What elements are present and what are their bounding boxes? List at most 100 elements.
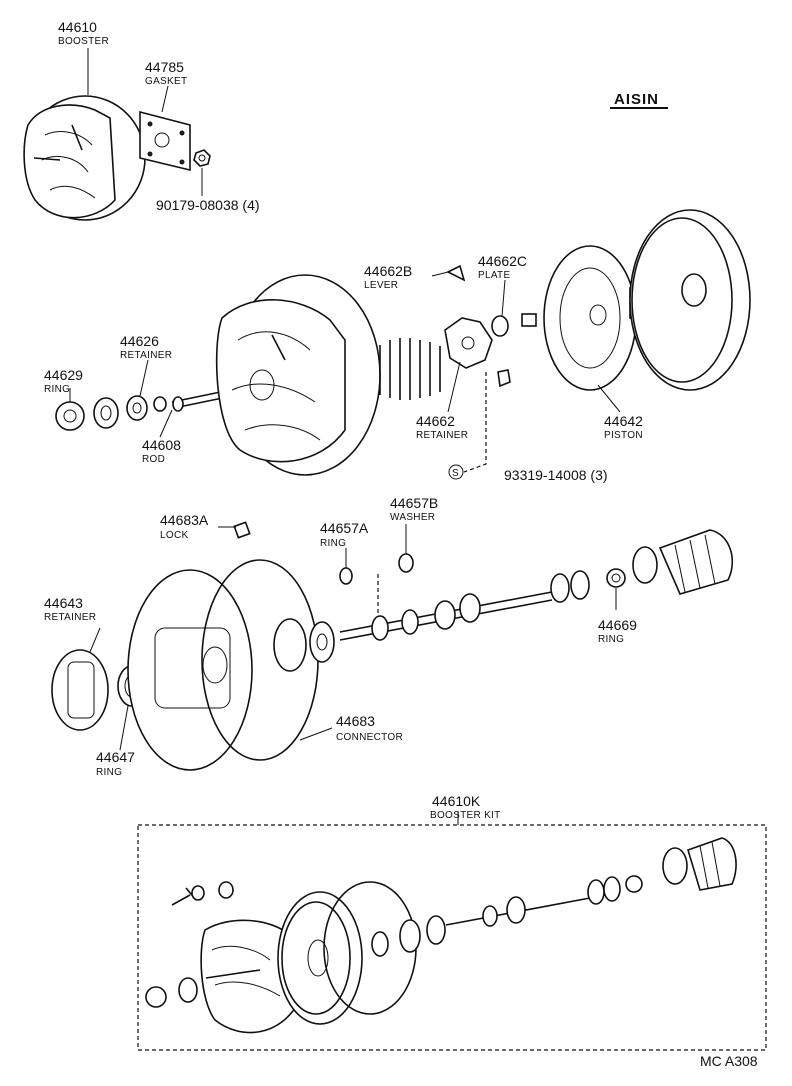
- leader-44662C: [501, 279, 506, 317]
- part-name-44662B: LEVER: [364, 280, 398, 291]
- retainer-44643-window: [67, 661, 95, 719]
- washer-44657B-shape: [398, 553, 414, 573]
- leader-44662B: [431, 271, 449, 277]
- kit-boot-flange: [662, 847, 688, 885]
- kit-seal: [178, 977, 198, 1003]
- label-90179: 90179-08038 (4): [156, 197, 260, 213]
- label-44610: 44610 BOOSTER: [58, 19, 109, 47]
- part-number-44657A: 44657A: [320, 520, 369, 536]
- booster-stud: [33, 157, 61, 161]
- label-44608: 44608 ROD: [142, 437, 181, 465]
- kit-diaphragm-hub: [307, 939, 329, 977]
- valve-body-1: [434, 600, 456, 630]
- part-number-44642: 44642: [604, 413, 643, 429]
- leader-44647: [119, 705, 129, 751]
- part-name-44657B: WASHER: [390, 512, 435, 523]
- ring-44629-hole: [63, 409, 77, 423]
- label-44662: 44662 RETAINER: [416, 413, 468, 441]
- valve-seal-2: [401, 609, 419, 635]
- leader-93319: [463, 372, 487, 473]
- part-name-44683: CONNECTOR: [336, 732, 403, 743]
- diaphragm-disc-hub: [681, 273, 707, 307]
- label-44785: 44785 GASKET: [145, 59, 187, 87]
- kit-connector-2: [426, 915, 446, 945]
- booster-kit-drawing: [137, 812, 767, 1051]
- front-shell-outer: [127, 569, 253, 771]
- kit-shell-boss: [371, 931, 389, 957]
- piston-44642-ring: [559, 267, 621, 369]
- label-44657A: 44657A RING: [320, 520, 369, 549]
- booster-body-front: [215, 299, 346, 463]
- footer-code: MC A308: [700, 1053, 758, 1069]
- nut: [193, 149, 211, 167]
- part-number-44647: 44647: [96, 749, 135, 765]
- rod-end: [172, 396, 184, 412]
- part-name-44657A: RING: [320, 538, 346, 549]
- boot-bellows: [658, 529, 734, 595]
- leader-44662: [447, 361, 461, 413]
- kit-valve-body: [506, 896, 526, 924]
- label-44657B: 44657B WASHER: [390, 495, 438, 523]
- kit-grommet-2: [218, 881, 234, 899]
- kit-grommet-1: [191, 885, 205, 901]
- label-44662C: 44662C PLATE: [478, 253, 527, 281]
- label-93319: 93319-14008 (3): [504, 467, 608, 483]
- label-44669: 44669 RING: [598, 617, 637, 645]
- seal-ring: [93, 397, 119, 429]
- boot-folds: [674, 534, 716, 593]
- part-number-44785: 44785: [145, 59, 184, 75]
- lock-44683A-shape: [233, 521, 251, 539]
- retainer-44626-hole: [132, 402, 142, 414]
- part-name-44643: RETAINER: [44, 612, 96, 623]
- booster-assembly-drawing: [23, 48, 211, 221]
- part-number-44683: 44683: [336, 713, 375, 729]
- part-name-44626: RETAINER: [120, 350, 172, 361]
- kit-ring-2: [625, 875, 643, 893]
- brand-text: AISIN: [614, 91, 659, 108]
- leader-44785: [161, 85, 169, 113]
- part-name-44647: RING: [96, 767, 122, 778]
- booster-body-hole: [249, 369, 275, 401]
- label-44643: 44643 RETAINER: [44, 595, 96, 623]
- label-44626: 44626 RETAINER: [120, 333, 172, 361]
- valve-body-2: [459, 593, 481, 623]
- part-number-44610K: 44610K: [432, 793, 481, 809]
- gasket-bolt-hole-1: [147, 121, 153, 127]
- part-number-44669: 44669: [598, 617, 637, 633]
- label-44629: 44629 RING: [44, 367, 83, 395]
- part-number-44662C: 44662C: [478, 253, 527, 269]
- part-name-44610K: BOOSTER KIT: [430, 810, 501, 821]
- part-number-44608: 44608: [142, 437, 181, 453]
- part-number-44683A: 44683A: [160, 512, 209, 528]
- gasket-hole: [154, 132, 170, 148]
- kit-booster-contour: [211, 945, 281, 997]
- part-name-44669: RING: [598, 634, 624, 645]
- part-number-44643: 44643: [44, 595, 83, 611]
- label-44683A: 44683A LOCK: [160, 512, 209, 541]
- gasket-bolt-hole-2: [179, 130, 185, 136]
- retainer-44662-shape: [444, 317, 493, 369]
- kit-ring: [145, 986, 167, 1008]
- kit-rod: [205, 969, 261, 979]
- key-piece: [497, 369, 511, 388]
- retainer-44662-hole: [461, 336, 475, 350]
- screw-symbol-circle: [448, 464, 464, 480]
- kit-valve-cup-1: [587, 879, 605, 905]
- part-number-44629: 44629: [44, 367, 83, 383]
- exploded-booster-drawing: S: [55, 209, 751, 480]
- part-number-44662: 44662: [416, 413, 455, 429]
- leader-44683: [299, 727, 333, 741]
- ring-44657A-shape: [339, 567, 353, 585]
- valve-cup-1: [550, 573, 570, 603]
- part-number-93319: 93319-14008 (3): [504, 467, 608, 483]
- label-44642: 44642 PISTON: [604, 413, 643, 441]
- part-number-90179: 90179-08038 (4): [156, 197, 260, 213]
- diaphragm-disc-front: [631, 217, 733, 383]
- kit-boot-bellows: [687, 837, 737, 891]
- small-washer: [153, 396, 167, 412]
- boot-flange: [632, 546, 658, 584]
- leader-44626: [139, 359, 149, 397]
- retainer-44626-shape: [126, 395, 148, 421]
- brand-label: AISIN: [610, 91, 668, 109]
